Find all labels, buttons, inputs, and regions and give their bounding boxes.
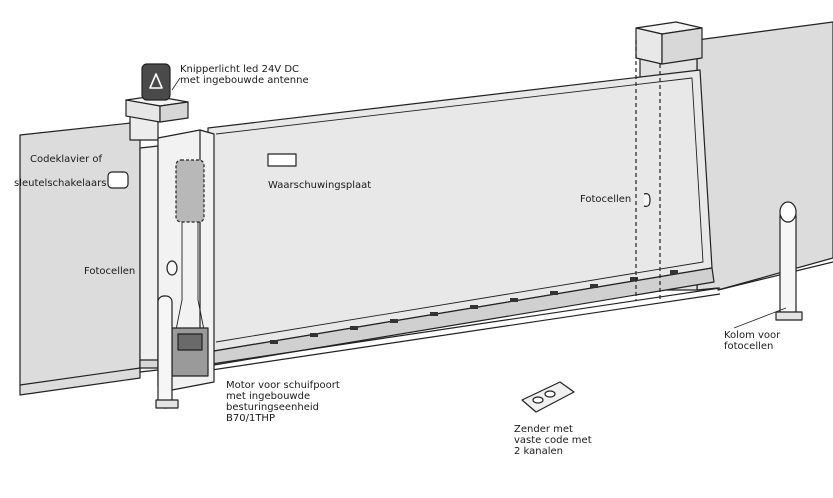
right-wall xyxy=(696,21,833,291)
label-keypad-line1: Codeklavier of xyxy=(30,154,103,165)
control-unit xyxy=(175,159,205,223)
keypad-icon xyxy=(107,171,129,189)
transmitter-icon xyxy=(521,381,575,413)
left-photocell-post xyxy=(139,145,159,373)
label-motor: Motor voor schuifpoort met ingebouwde be… xyxy=(226,380,340,424)
left-photocell-icon xyxy=(166,260,178,276)
label-flashing-light: Knipperlicht led 24V DC met ingebouwde a… xyxy=(180,64,309,86)
label-warning-plate: Waarschuwingsplaat xyxy=(268,180,372,191)
label-photocell-column: Kolom voor fotocellen xyxy=(724,330,781,352)
rail-teeth xyxy=(270,270,678,344)
label-transmitter: Zender met vaste code met 2 kanalen xyxy=(514,424,592,457)
label-keypad-line2: sleutelschakelaars xyxy=(14,178,107,189)
right-photocell-icon xyxy=(643,193,651,207)
label-photocells-right: Fotocellen xyxy=(580,194,632,205)
warning-plate-icon xyxy=(267,153,297,167)
left-wall xyxy=(19,121,141,396)
photocell-column xyxy=(779,209,797,319)
label-photocells-left: Fotocellen xyxy=(84,266,136,277)
flashing-light-icon xyxy=(141,63,171,101)
front-photocell-bollard xyxy=(157,295,173,409)
